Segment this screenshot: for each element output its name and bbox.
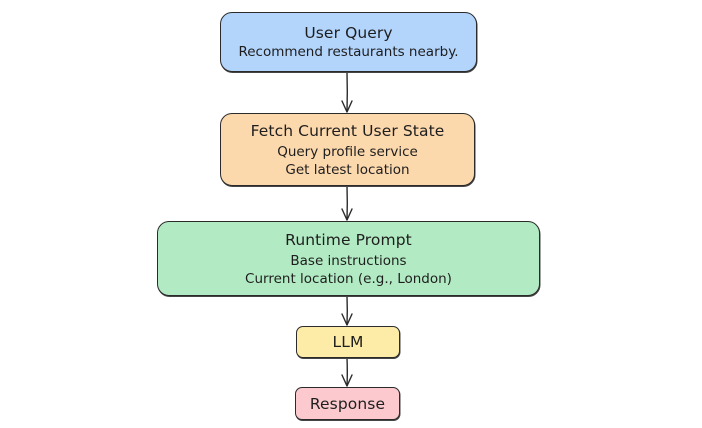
arrow-head-icon — [341, 313, 353, 326]
node-title: Response — [309, 394, 386, 413]
node-line: Query profile service — [277, 143, 418, 160]
node-response: Response — [295, 387, 400, 420]
arrow-head-icon — [341, 208, 353, 221]
arrow-head-icon — [341, 100, 353, 113]
node-user-query: User Query Recommend restaurants nearby. — [220, 12, 477, 72]
node-line: Recommend restaurants nearby. — [238, 44, 459, 60]
node-line: Current location (e.g., London) — [245, 270, 452, 287]
arrow-llm-to-response — [341, 357, 353, 387]
node-runtime-prompt: Runtime Prompt Base instructions Current… — [157, 221, 540, 296]
arrow-head-icon — [341, 374, 353, 387]
node-llm: LLM — [296, 326, 400, 358]
arrow-runtime-prompt-to-llm — [341, 295, 353, 326]
node-title: LLM — [332, 333, 364, 351]
arrow-user-query-to-fetch-state — [341, 71, 353, 113]
node-line: Get latest location — [285, 161, 410, 178]
node-title: Fetch Current User State — [250, 121, 445, 140]
node-fetch-current-user-state: Fetch Current User State Query profile s… — [220, 113, 475, 186]
arrow-fetch-state-to-runtime-prompt — [341, 185, 353, 221]
node-line: Base instructions — [290, 252, 407, 269]
node-title: User Query — [304, 24, 393, 42]
node-title: Runtime Prompt — [285, 230, 412, 249]
